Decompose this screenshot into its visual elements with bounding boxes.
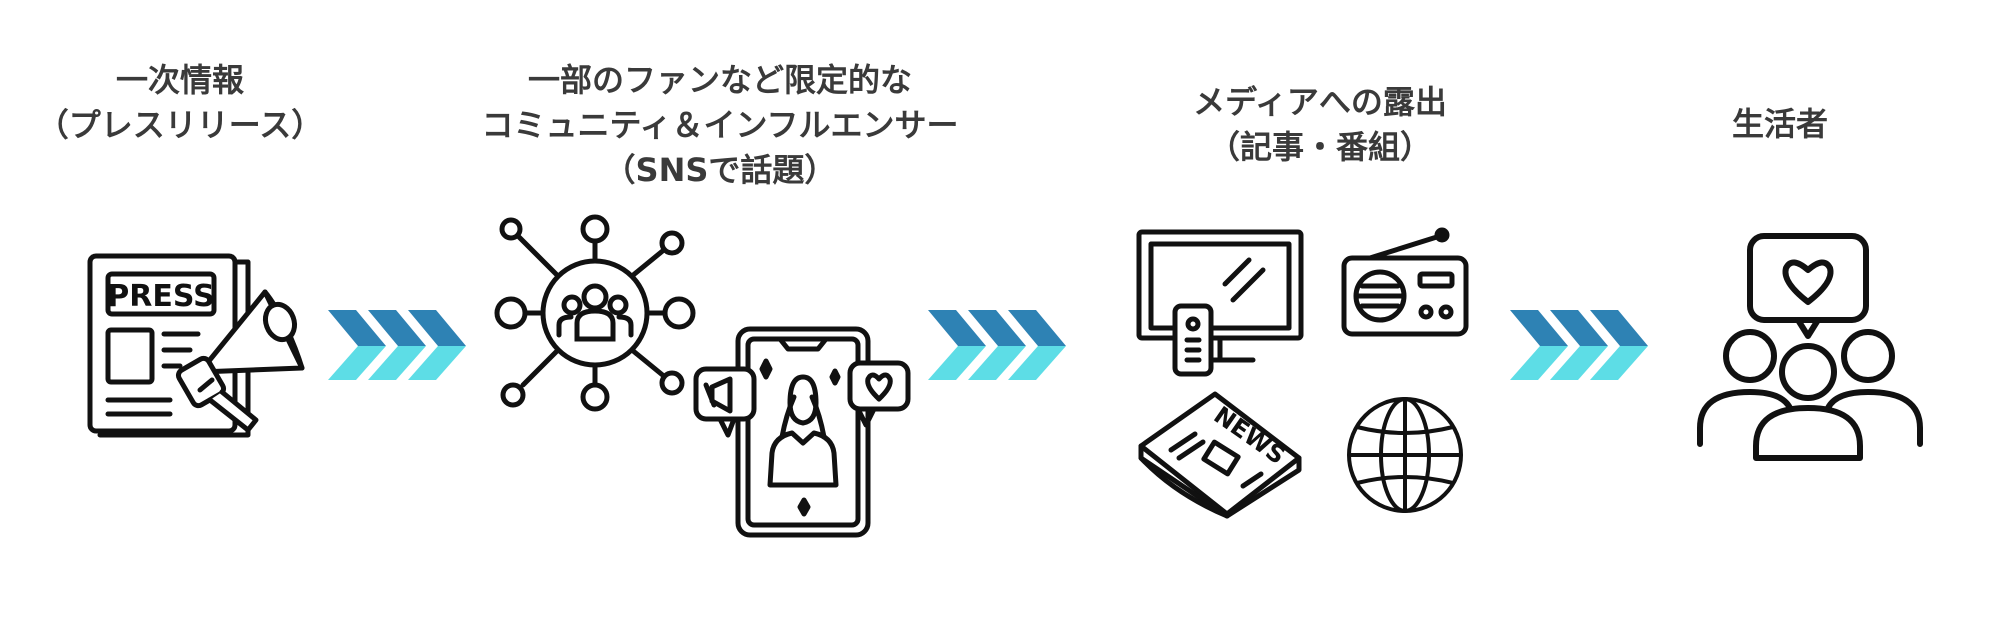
stage-title-line: （SNSで話題） [603,151,837,189]
press-label: PRESS [107,279,214,314]
tv-remote-icon [1135,228,1305,378]
community-network-icon [495,215,695,415]
flow-arrow-3-icon [1510,310,1648,380]
stage-title-line: 一部のファンなど限定的な [527,61,912,99]
newspaper-icon: NEWS [1135,390,1305,520]
stage-title-line: コミュニティ＆インフルエンサー [481,106,959,144]
consumers-heart-icon [1690,232,1920,462]
influencer-smartphone-icon [690,325,915,540]
stage-title-line: 生活者 [1731,105,1828,143]
globe-icon [1345,395,1465,515]
stage-title-line: メディアへの露出 [1193,83,1447,121]
stage-title-line: （プレスリリース） [36,106,324,144]
news-label: NEWS [1209,401,1291,470]
stage-title-line: 一次情報 [115,61,244,99]
stage-title-line: （記事・番組） [1207,128,1432,166]
flow-arrow-2-icon [928,310,1066,380]
flow-arrow-1-icon [328,310,466,380]
stage-title-primary-info: 一次情報 （プレスリリース） [20,58,340,148]
press-release-megaphone-icon: PRESS [80,250,310,440]
stage-title-community: 一部のファンなど限定的な コミュニティ＆インフルエンサー （SNSで話題） [430,58,1010,193]
radio-icon [1340,228,1470,338]
stage-title-media: メディアへの露出 （記事・番組） [1120,80,1520,170]
stage-title-consumers: 生活者 [1680,102,1880,147]
